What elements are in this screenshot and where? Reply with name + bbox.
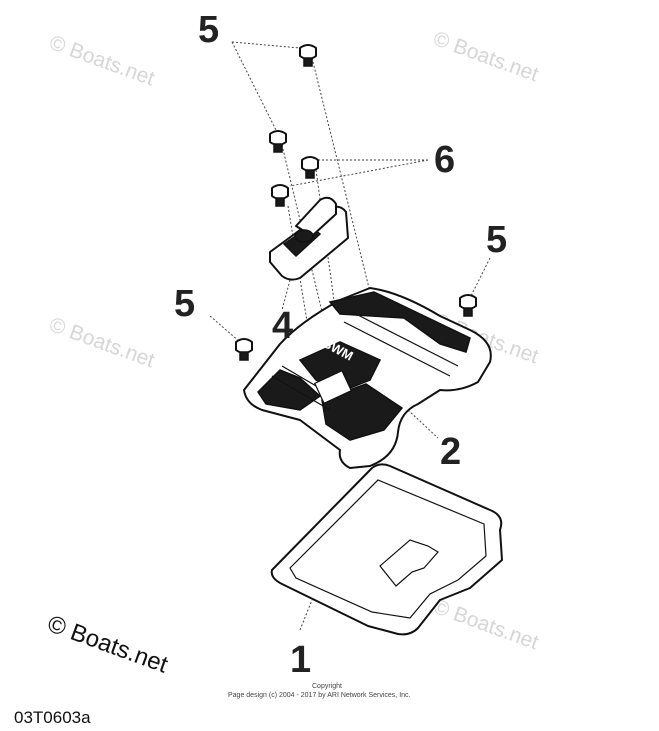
valve-cover-part-2: SWM (243, 287, 492, 469)
gasket-part-1 (270, 463, 503, 636)
watermark-mid-left: © Boats.net (46, 313, 157, 372)
bolt-right (459, 294, 477, 317)
callout-6: 6 (434, 139, 455, 181)
callout-2: 2 (440, 431, 461, 473)
callout-5-top: 5 (198, 9, 219, 51)
callout-4: 4 (272, 305, 293, 347)
corner-watermark: © Boats.net (44, 610, 172, 678)
diagram-code: 03T0603a (14, 708, 91, 727)
watermark-top-right: © Boats.net (430, 27, 541, 86)
watermark-bottom-right: © Boats.net (430, 595, 541, 654)
callout-5-right: 5 (486, 219, 507, 261)
copyright-line-2: Page design (c) 2004 - 2017 by ARI Netwo… (228, 692, 411, 699)
watermark-top-left: © Boats.net (46, 31, 157, 90)
bolt-top (299, 44, 317, 67)
callout-5-left: 5 (174, 283, 195, 325)
bolt-six-a (301, 156, 319, 179)
bolt-upper-left (269, 130, 287, 153)
breather-part-4 (269, 196, 349, 281)
bolt-six-b (271, 184, 289, 207)
bolt-left (235, 338, 253, 361)
copyright-line-1: Copyright (312, 683, 342, 690)
callout-1: 1 (290, 639, 311, 681)
